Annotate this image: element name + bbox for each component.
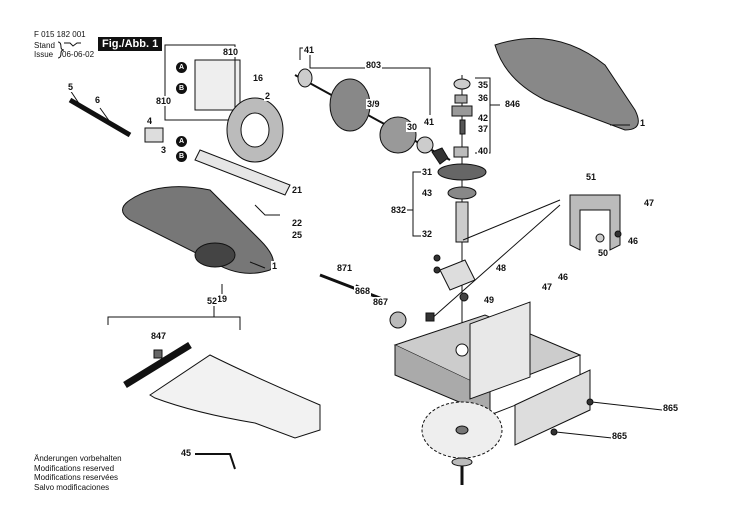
housing-left — [122, 186, 274, 274]
callout-2: 2 — [264, 91, 272, 101]
brace — [57, 41, 65, 59]
callout-41: 41 — [303, 45, 316, 55]
callout-A: A — [176, 62, 187, 73]
lock-42 — [451, 105, 473, 117]
spring-37 — [459, 119, 466, 135]
figure-label: Fig./Abb. 1 — [98, 37, 163, 51]
callout-1: 1 — [271, 261, 279, 271]
callout-50: 50 — [597, 248, 610, 258]
callout-46: 46 — [557, 272, 570, 282]
callout-49: 49 — [483, 295, 496, 305]
callout-832: 832 — [390, 205, 408, 215]
callout-41: 41 — [423, 117, 436, 127]
callout-31: 31 — [421, 167, 434, 177]
switch-assembly-810 — [194, 59, 241, 111]
brush-part-4 — [144, 127, 164, 143]
callout-865: 865 — [662, 403, 680, 413]
screw-871 — [319, 273, 386, 302]
housing-right — [494, 37, 639, 131]
callout-19: 19 — [216, 294, 229, 304]
callout-45: 45 — [180, 448, 193, 458]
guard-plate — [469, 301, 531, 400]
callout-1: 1 — [639, 118, 647, 128]
callout-16: 16 — [252, 73, 265, 83]
callout-32: 32 — [421, 229, 434, 239]
callout-52: 52 — [206, 296, 219, 306]
signature — [64, 42, 81, 47]
callout-803: 803 — [365, 60, 383, 70]
callout-5: 5 — [67, 82, 75, 92]
callout-3-9: 3/9 — [366, 99, 381, 109]
hex-key-45 — [195, 453, 236, 470]
callout-40: 40 — [477, 146, 490, 156]
bracket-48 — [439, 259, 476, 291]
shaft-part-5 — [68, 97, 132, 138]
issue-date: 06-06-02 — [62, 50, 95, 59]
bearing-41 — [297, 68, 313, 88]
callout-22: 22 — [291, 218, 304, 228]
callout-B: B — [176, 151, 187, 162]
guide-52 — [149, 354, 321, 439]
rod-847 — [123, 342, 192, 388]
stand-label: Stand — [34, 41, 55, 50]
callout-47: 47 — [541, 282, 554, 292]
bearing-43 — [447, 186, 477, 200]
callout-3: 3 — [160, 145, 168, 155]
armature-part-803 — [329, 78, 371, 132]
issue-label: Issue — [34, 50, 54, 59]
note-line-fr: Modifications reservées — [34, 473, 119, 482]
bracket-51 — [569, 194, 621, 251]
bearing-41b — [416, 136, 434, 154]
spindle-32 — [455, 201, 469, 243]
callout-867: 867 — [372, 297, 390, 307]
note-line-en: Modifications reserved — [34, 463, 115, 473]
callout-42: 42 — [477, 113, 490, 123]
callout-6: 6 — [94, 95, 102, 105]
callout-43: 43 — [421, 188, 434, 198]
part-number: F 015 182 001 — [34, 30, 86, 39]
callout-47: 47 — [643, 198, 656, 208]
callout-25: 25 — [291, 230, 304, 240]
sleeve-40 — [453, 146, 469, 158]
callout-35: 35 — [477, 80, 490, 90]
nut-867 — [425, 312, 435, 322]
modifications-note: Änderungen vorbehalten Modifications res… — [34, 454, 122, 492]
dust-chute — [514, 369, 591, 446]
callout-B: B — [176, 83, 187, 94]
callout-868: 868 — [354, 286, 372, 296]
callout-847: 847 — [150, 331, 168, 341]
callout-30: 30 — [406, 122, 419, 132]
callout-37: 37 — [477, 124, 490, 134]
callout-865: 865 — [611, 431, 629, 441]
leader — [69, 89, 81, 106]
gear-31 — [437, 163, 487, 181]
callout-A: A — [176, 136, 187, 147]
callout-4: 4 — [146, 116, 154, 126]
callout-46: 46 — [627, 236, 640, 246]
cable-part-21 — [194, 149, 291, 196]
part-36 — [454, 94, 468, 104]
callout-871: 871 — [336, 263, 354, 273]
callout-846: 846 — [504, 99, 522, 109]
note-line-es: Salvo modificaciones — [34, 482, 110, 492]
callout-810: 810 — [222, 47, 240, 57]
pinion-30 — [431, 147, 449, 165]
callout-810: 810 — [155, 96, 173, 106]
note-line-de: Änderungen vorbehalten — [34, 454, 122, 463]
knob-868 — [389, 311, 407, 329]
callout-51: 51 — [585, 172, 598, 182]
callout-21: 21 — [291, 185, 304, 195]
callout-36: 36 — [477, 93, 490, 103]
washer-35 — [453, 78, 471, 90]
callout-48: 48 — [495, 263, 508, 273]
